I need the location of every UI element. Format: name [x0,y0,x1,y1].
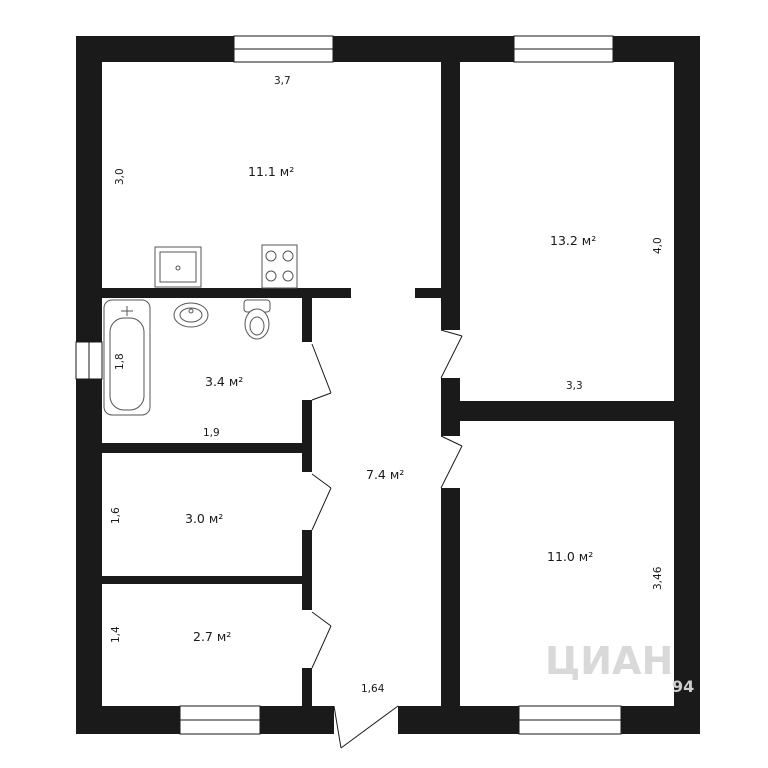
wall-bottom-middle-right [398,706,519,734]
wall-center-lower [441,488,460,706]
kitchen-area-label: 11.1 м² [248,164,294,179]
storage-2-height-label: 1,4 [110,626,122,643]
wall-hall-left-3 [302,530,312,610]
wall-hall-left-1 [302,298,312,342]
door-entrance [333,705,342,749]
wall-bottom-middle-left [260,706,334,734]
bathroom-height-label: 1,8 [114,353,126,370]
watermark-logo-text: ЦИАН [545,639,673,683]
wall-storage-divider [102,576,302,584]
stove-icon [261,244,298,289]
bathtub-icon [103,299,151,416]
washbasin-icon [173,302,209,328]
wall-hall-left-2 [302,400,312,472]
wall-bedrooms-divider [460,401,674,421]
hallway-width-label: 1,64 [361,683,385,695]
bedroom-1-area-label: 13.2 м² [550,233,596,248]
storage-2-area-label: 2.7 м² [193,629,231,644]
wall-bottom-right [621,706,700,734]
interior-walls [102,62,674,706]
bathroom-width-label: 1,9 [203,427,220,439]
hallway-area-label: 7.4 м² [366,467,404,482]
storage-1-area-label: 3.0 м² [185,511,223,526]
wall-left-upper [76,36,102,342]
door-storage-2 [311,611,332,627]
door-bedroom-1 [440,329,463,337]
kitchen-width-label: 3,7 [274,75,291,87]
outer-walls [76,36,700,734]
windows [75,35,622,735]
wall-center-upper [441,62,460,330]
bedroom-2-height-label: 3,46 [652,566,664,590]
wall-bottom-left [76,706,180,734]
sink-kitchen-icon [154,246,202,288]
wall-top-left [76,36,234,62]
wall-center-mid [441,378,460,436]
bathroom-area-label: 3.4 м² [205,374,243,389]
doors [311,329,463,749]
wall-hall-top-stub [415,288,441,298]
door-bedroom-2 [440,435,463,447]
fixtures [103,244,298,416]
bedroom-1-width-label: 3,3 [566,380,583,392]
wall-top-middle [333,36,514,62]
watermark-code: 94 [672,677,694,696]
wall-kitchen-bottom [102,288,351,298]
bedroom-1-height-label: 4,0 [652,237,664,254]
door-bathroom [311,343,332,394]
room-labels: 11.1 м² 3,7 3,0 3.4 м² 1,9 1,8 3.0 м² 1,… [110,75,664,695]
wall-bath-bottom [102,443,302,453]
wall-hall-left-4 [302,668,312,706]
wall-left-lower [76,379,102,734]
kitchen-height-label: 3,0 [114,168,126,185]
door-storage-1 [311,473,332,489]
wall-right [674,36,700,734]
storage-1-height-label: 1,6 [110,507,122,524]
toilet-icon [243,299,271,340]
bedroom-2-area-label: 11.0 м² [547,549,593,564]
watermark: ЦИАН 94 [545,639,694,696]
